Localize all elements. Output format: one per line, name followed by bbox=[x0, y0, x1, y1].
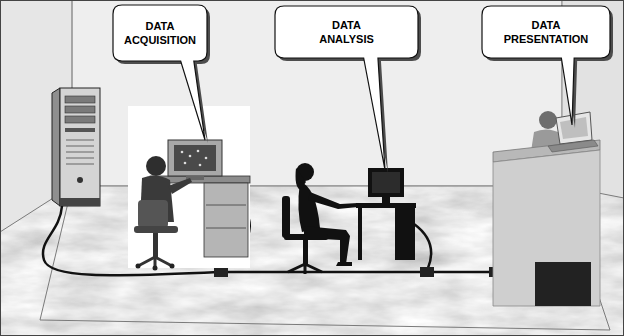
callout-shape bbox=[275, 6, 418, 170]
callout-shape bbox=[482, 6, 610, 125]
callout-outline bbox=[275, 6, 418, 58]
callout-bubble: DATA PRESENTATION bbox=[482, 6, 610, 58]
server-tower bbox=[52, 88, 100, 206]
callout-label: DATA ANALYSIS bbox=[307, 18, 387, 47]
acquisition-workstation bbox=[128, 106, 250, 271]
presentation-workstation bbox=[493, 111, 600, 306]
callout-shape bbox=[113, 5, 207, 140]
callout-bubble: DATA ANALYSIS bbox=[275, 6, 418, 58]
callout-text-group: DATA ANALYSIS bbox=[307, 18, 387, 47]
callout-text-group: DATA ACQUISITION bbox=[120, 19, 200, 48]
callout-text-group: DATA PRESENTATION bbox=[496, 18, 596, 47]
cable-connector bbox=[214, 267, 503, 277]
callout-bubble: DATA ACQUISITION bbox=[113, 5, 207, 61]
analysis-workstation bbox=[282, 163, 416, 274]
floor-edge bbox=[40, 320, 610, 330]
callout-label: DATA ACQUISITION bbox=[120, 19, 200, 48]
callout-label: DATA PRESENTATION bbox=[496, 18, 596, 47]
callout-outline bbox=[482, 6, 610, 58]
callout-outline bbox=[113, 5, 207, 61]
